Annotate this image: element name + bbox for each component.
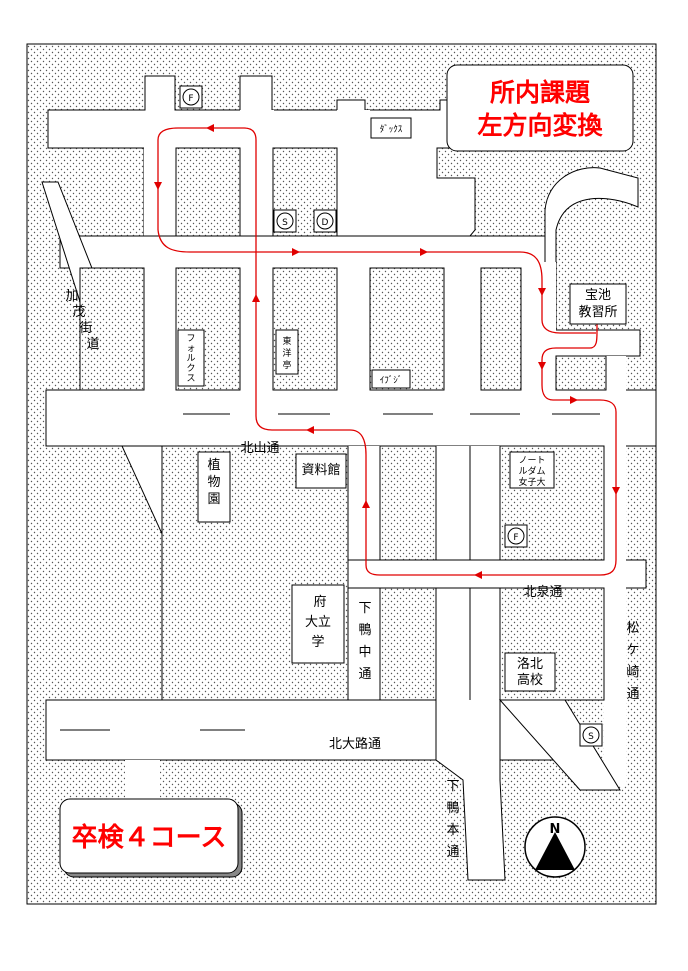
shop-icon: S xyxy=(588,732,594,742)
folks-5: ス xyxy=(186,374,195,384)
title-box: 所内課題 左方向変換 xyxy=(446,64,634,152)
building-univ: 府 大立 学 xyxy=(291,584,345,664)
svg-text:ケ: ケ xyxy=(626,643,639,658)
folks-4: ク xyxy=(186,363,195,374)
building-botanical: 植 物 園 xyxy=(197,451,231,523)
rakuhoku-line2: 高校 xyxy=(517,672,543,688)
botanical-1: 植 xyxy=(207,458,220,473)
building-rakuhoku: 洛北 高校 xyxy=(504,652,556,692)
folks-2: ォ xyxy=(186,344,195,354)
building-shiryokan: 資料館 xyxy=(295,453,347,489)
north-compass: N xyxy=(524,816,586,878)
street-kitaoji: 北大路通 xyxy=(329,736,381,752)
building-notre-dame: ノート ルダム 女子大 xyxy=(509,451,555,489)
route xyxy=(157,127,617,576)
street-shimogamo-hon: 下 鴨 本 通 xyxy=(446,779,459,860)
svg-text:加: 加 xyxy=(65,289,78,304)
ifaji-label: ｲﾌﾞｼﾞ xyxy=(380,375,403,386)
building-dukes: ﾀﾞｯｸｽ xyxy=(370,117,412,139)
building-toyotei: 東 洋 亭 xyxy=(275,329,299,375)
school-line1: 宝池 xyxy=(585,288,611,303)
street-matsugasaki: 松 ケ 崎 通 xyxy=(626,621,639,702)
title-line2: 左方向変換 xyxy=(477,111,603,140)
svg-text:道: 道 xyxy=(86,337,99,352)
univ-line2: 大立 xyxy=(305,615,331,630)
lane-markings xyxy=(60,413,600,731)
fuel-icon: F xyxy=(513,533,518,543)
svg-text:通: 通 xyxy=(626,687,639,702)
svg-text:本: 本 xyxy=(446,823,459,838)
building-ifaji: ｲﾌﾞｼﾞ xyxy=(371,369,411,389)
course-label-box: 卒検４コース xyxy=(59,798,243,878)
nd-line2: ルダム xyxy=(518,465,545,477)
shop-marker-bottom: S xyxy=(579,723,603,747)
drug-icon: D xyxy=(322,218,329,228)
svg-text:鴨: 鴨 xyxy=(446,801,459,816)
fuel-icon: F xyxy=(188,94,193,104)
north-label: N xyxy=(550,822,561,837)
nd-line1: ノート xyxy=(518,456,545,466)
building-folks: フ ォ ル ク ス xyxy=(177,329,205,387)
svg-text:下: 下 xyxy=(358,601,371,616)
svg-text:鴨: 鴨 xyxy=(358,623,371,638)
toyotei-2: 洋 xyxy=(282,347,291,359)
botanical-3: 園 xyxy=(207,492,220,507)
svg-text:茂: 茂 xyxy=(72,305,85,320)
street-shimogamo-naka: 下 鴨 中 通 xyxy=(358,601,371,682)
street-kitayama: 北山通 xyxy=(240,441,279,456)
shiryokan-label: 資料館 xyxy=(301,463,340,478)
svg-text:街: 街 xyxy=(79,321,92,336)
botanical-2: 物 xyxy=(207,475,220,490)
dukes-label: ﾀﾞｯｸｽ xyxy=(380,124,403,135)
street-kamo-kaido: 加 茂 街 道 xyxy=(65,289,99,352)
svg-text:中: 中 xyxy=(358,645,371,660)
svg-text:通: 通 xyxy=(446,845,459,860)
folks-3: ル xyxy=(186,354,195,364)
north-arrow-icon xyxy=(535,832,575,870)
shop-marker-top: S xyxy=(273,209,297,233)
svg-text:松: 松 xyxy=(626,621,639,636)
school-line2: 教習所 xyxy=(578,304,617,320)
toyotei-3: 亭 xyxy=(282,359,291,371)
nd-line3: 女子大 xyxy=(518,476,545,488)
svg-text:下: 下 xyxy=(446,779,459,794)
fuel-marker-bottom: F xyxy=(504,524,528,548)
folks-1: フ xyxy=(186,334,195,344)
univ-line1: 府 xyxy=(313,595,326,610)
rakuhoku-line1: 洛北 xyxy=(517,657,543,672)
route-arrows xyxy=(154,124,620,579)
shop-icon: S xyxy=(282,218,288,228)
street-kitaizumi: 北泉通 xyxy=(523,584,562,600)
title-line1: 所内課題 xyxy=(490,78,591,107)
fuel-marker-top: F xyxy=(179,85,203,109)
drug-marker-top: D xyxy=(313,209,337,233)
toyotei-1: 東 xyxy=(282,335,291,347)
driving-school: 宝池 教習所 xyxy=(569,283,627,325)
univ-line3: 学 xyxy=(311,634,324,650)
course-label: 卒検４コース xyxy=(72,822,227,853)
svg-text:通: 通 xyxy=(358,667,371,682)
svg-text:崎: 崎 xyxy=(626,665,639,680)
